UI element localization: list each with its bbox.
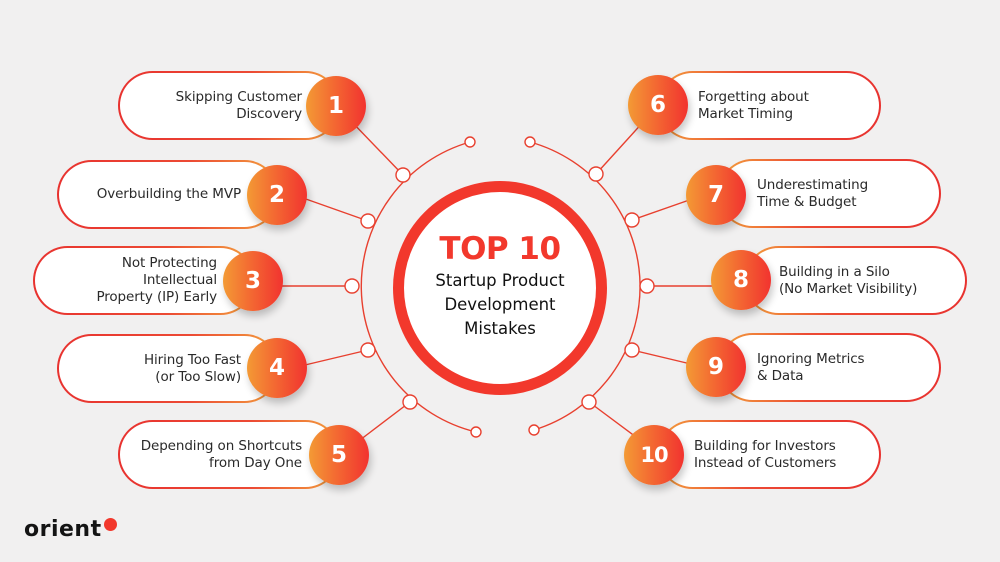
mistake-card-8: Building in a Silo (No Market Visibility… bbox=[744, 246, 967, 315]
mistake-text: Not Protecting Intellectual Property (IP… bbox=[96, 255, 217, 305]
mistake-text: Forgetting about Market Timing bbox=[698, 88, 809, 122]
node-dot bbox=[360, 213, 376, 229]
mistake-text: Hiring Too Fast (or Too Slow) bbox=[143, 351, 241, 385]
node-dot bbox=[395, 167, 411, 183]
mistake-card-3: Not Protecting Intellectual Property (IP… bbox=[33, 246, 255, 315]
mistake-card-9: Ignoring Metrics & Data bbox=[718, 333, 941, 402]
center-title: TOP 10 bbox=[439, 231, 561, 267]
node-dot bbox=[402, 394, 418, 410]
mistake-card-6: Forgetting about Market Timing bbox=[658, 71, 881, 140]
mistake-number-badge: 5 bbox=[309, 425, 369, 485]
mistake-text: Depending on Shortcuts from Day One bbox=[140, 437, 302, 471]
center-title-circle: TOP 10 Startup Product Development Mista… bbox=[393, 181, 607, 395]
end-dot bbox=[470, 426, 482, 438]
node-dot bbox=[588, 166, 604, 182]
end-dot bbox=[528, 424, 540, 436]
mistake-number-badge: 2 bbox=[247, 165, 307, 225]
mistake-number-badge: 1 bbox=[306, 76, 366, 136]
mistake-text: Ignoring Metrics & Data bbox=[757, 350, 865, 384]
mistake-text: Building for Investors Instead of Custom… bbox=[694, 437, 837, 471]
mistake-text: Underestimating Time & Budget bbox=[757, 176, 869, 210]
mistake-text: Overbuilding the MVP bbox=[96, 186, 241, 202]
mistake-card-5: Depending on Shortcuts from Day One bbox=[118, 420, 340, 489]
mistake-card-1: Skipping Customer Discovery bbox=[118, 71, 340, 140]
mistake-card-7: Underestimating Time & Budget bbox=[718, 159, 941, 228]
node-dot bbox=[581, 394, 597, 410]
node-dot bbox=[624, 342, 640, 358]
center-subtitle: Startup Product Development Mistakes bbox=[435, 271, 565, 338]
mistake-number-badge: 3 bbox=[223, 251, 283, 311]
mistake-card-2: Overbuilding the MVP bbox=[57, 160, 279, 229]
end-dot bbox=[524, 136, 536, 148]
logo-text: orient bbox=[24, 517, 102, 542]
mistake-number-badge: 8 bbox=[711, 250, 771, 310]
mistake-text: Building in a Silo (No Market Visibility… bbox=[779, 263, 918, 297]
mistake-number-badge: 7 bbox=[686, 165, 746, 225]
mistake-number-badge: 4 bbox=[247, 338, 307, 398]
node-dot bbox=[360, 342, 376, 358]
node-dot bbox=[639, 278, 655, 294]
mistake-card-4: Hiring Too Fast (or Too Slow) bbox=[57, 334, 279, 403]
mistake-number-badge: 10 bbox=[624, 425, 684, 485]
mistake-number-badge: 6 bbox=[628, 75, 688, 135]
node-dot bbox=[624, 212, 640, 228]
mistake-text: Skipping Customer Discovery bbox=[175, 88, 302, 122]
orient-logo: orient bbox=[24, 517, 117, 543]
node-dot bbox=[344, 278, 360, 294]
mistake-number-badge: 9 bbox=[686, 337, 746, 397]
logo-dot-icon bbox=[103, 518, 117, 531]
mistake-card-10: Building for Investors Instead of Custom… bbox=[658, 420, 881, 489]
left-arc bbox=[360, 141, 477, 433]
end-dot bbox=[464, 136, 476, 148]
